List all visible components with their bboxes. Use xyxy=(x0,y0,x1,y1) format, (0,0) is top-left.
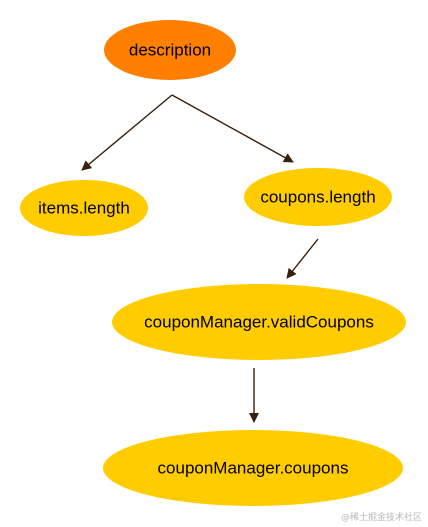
edge-description-to-items-length xyxy=(81,94,173,171)
node-valid-coupons-label: couponManager.validCoupons xyxy=(144,313,374,332)
node-coupons-length: coupons.length xyxy=(244,168,392,226)
watermark: @稀土掘金技术社区 xyxy=(340,513,422,523)
edge-description-to-coupons-length xyxy=(171,94,294,163)
node-description: description xyxy=(104,20,236,80)
node-manager-coupons-label: couponManager.coupons xyxy=(158,459,349,478)
node-manager-coupons: couponManager.coupons xyxy=(103,430,403,506)
node-coupons-length-label: coupons.length xyxy=(260,188,375,207)
node-description-label: description xyxy=(129,41,211,60)
node-valid-coupons: couponManager.validCoupons xyxy=(112,284,406,360)
edge-coupons-length-to-valid-coupons xyxy=(286,238,319,279)
node-items-length: items.length xyxy=(20,180,148,236)
node-items-length-label: items.length xyxy=(38,199,130,218)
